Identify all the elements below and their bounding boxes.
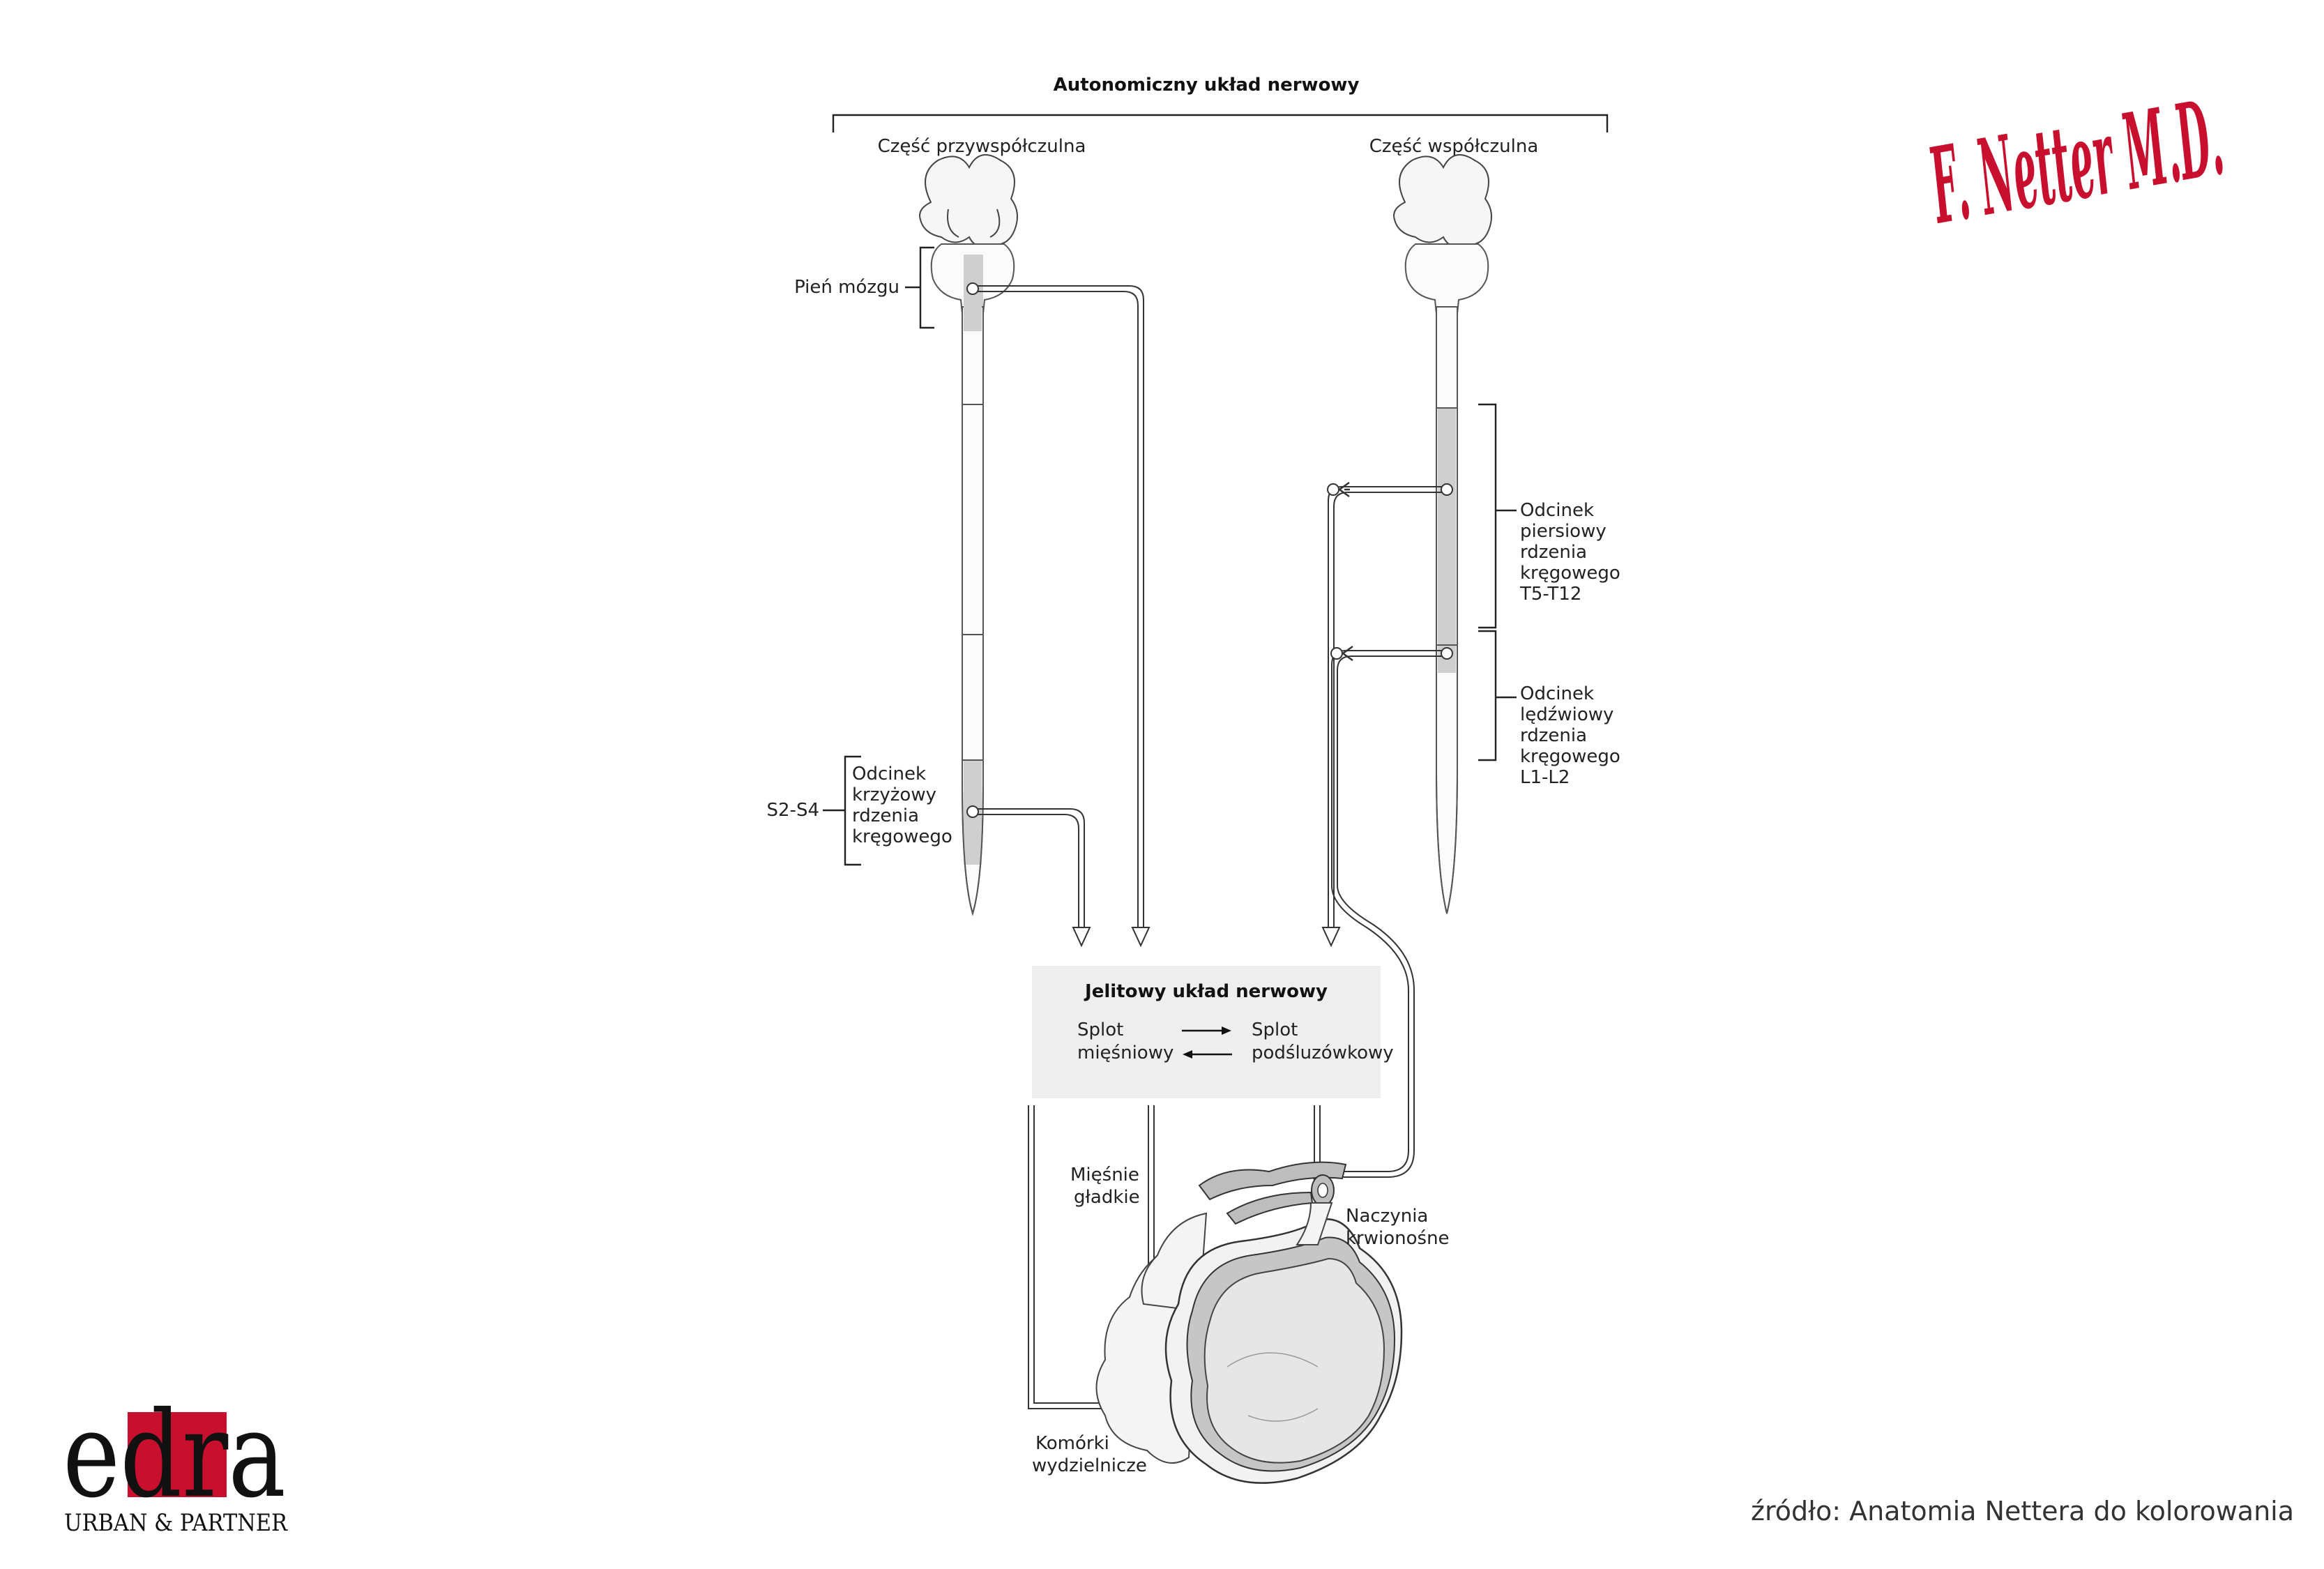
edra-subtitle: URBAN & PARTNER xyxy=(64,1509,288,1537)
sacral-line-3: rdzenia xyxy=(852,805,919,826)
sacral-neuron-icon xyxy=(966,805,979,818)
top-bracket xyxy=(832,114,1609,132)
myenteric-line-1: Splot xyxy=(1077,1020,1123,1040)
blood-vessels-line-1: Naczynia xyxy=(1346,1206,1428,1227)
lumbar-line-3: rdzenia xyxy=(1520,725,1587,746)
diagram-title: Autonomiczny układ nerwowy xyxy=(1054,75,1360,96)
lumbar-bracket: Odcinek lędźwiowy rdzenia kręgowego L1-L… xyxy=(1478,630,1620,788)
synapse-icon xyxy=(1341,645,1353,662)
secretory-line-1: Komórki xyxy=(1035,1433,1109,1454)
brainstem-neuron-icon xyxy=(966,282,979,295)
thoracic-line-5: T5-T12 xyxy=(1519,584,1581,605)
gut-cross-section xyxy=(1095,1161,1403,1484)
lumbar-line-1: Odcinek xyxy=(1520,683,1594,704)
parasympathetic-cns xyxy=(919,154,1018,916)
gut-lumen xyxy=(1203,1257,1385,1464)
target-labels: Mięśnie gładkie Naczynia krwionośne Komó… xyxy=(1032,1165,1450,1476)
thoracic-bracket: Odcinek piersiowy rdzenia kręgowego T5-T… xyxy=(1478,403,1620,629)
smooth-muscle-line-2: gładkie xyxy=(1074,1187,1140,1208)
ens-title: Jelitowy układ nerwowy xyxy=(1084,981,1328,1002)
lumbar-line-2: lędźwiowy xyxy=(1520,704,1613,725)
parasympathetic-heading: Część przywspółczulna xyxy=(878,136,1086,157)
thoracic-line-2: piersiowy xyxy=(1520,521,1607,542)
sacral-bracket: S2-S4 Odcinek krzyżowy rdzenia kręgowego xyxy=(767,755,952,866)
sympathetic-heading: Część współczulna xyxy=(1369,136,1539,157)
lumbar-line-4: kręgowego xyxy=(1520,746,1620,767)
ens-box: Jelitowy układ nerwowy Splot mięśniowy S… xyxy=(1032,966,1394,1098)
netter-logo: F. Netter M.D. xyxy=(1920,76,2231,248)
sacral-range-label: S2-S4 xyxy=(767,800,819,821)
sacral-line-4: kręgowego xyxy=(852,826,952,847)
synapse-icon xyxy=(1337,481,1350,498)
netter-signature: F. Netter M.D. xyxy=(1920,76,2231,248)
sacral-line-1: Odcinek xyxy=(852,764,926,784)
thoracic-line-3: rdzenia xyxy=(1520,542,1587,563)
sympathetic-cns xyxy=(1393,154,1492,914)
edra-wordmark: edra xyxy=(63,1386,286,1524)
ganglion-markers xyxy=(966,282,1453,818)
sacral-line-2: krzyżowy xyxy=(852,784,936,805)
lumbar-neuron-icon xyxy=(1441,647,1453,660)
left-brain-icon xyxy=(919,154,1018,248)
ens-arrowheads xyxy=(1072,927,1341,948)
blood-vessels-line-2: krwionośne xyxy=(1346,1228,1450,1249)
edra-logo: edra URBAN & PARTNER xyxy=(63,1386,288,1537)
secretory-line-2: wydzielnicze xyxy=(1032,1455,1147,1476)
right-brain-icon xyxy=(1393,154,1492,248)
brainstem-label: Pień mózgu xyxy=(794,277,899,298)
thoracic-line-1: Odcinek xyxy=(1520,500,1594,521)
myenteric-line-2: mięśniowy xyxy=(1077,1043,1174,1063)
submucosal-line-1: Splot xyxy=(1252,1020,1298,1040)
brainstem-bracket: Pień mózgu xyxy=(794,246,934,329)
submucosal-line-2: podśluzówkowy xyxy=(1252,1043,1394,1063)
smooth-muscle-line-1: Mięśnie xyxy=(1070,1165,1139,1185)
thoracic-line-4: kręgowego xyxy=(1520,563,1620,584)
lumbar-line-5: L1-L2 xyxy=(1520,767,1570,788)
source-caption: źródło: Anatomia Nettera do kolorowania xyxy=(1751,1496,2294,1526)
thoracic-neuron-icon xyxy=(1441,483,1453,496)
